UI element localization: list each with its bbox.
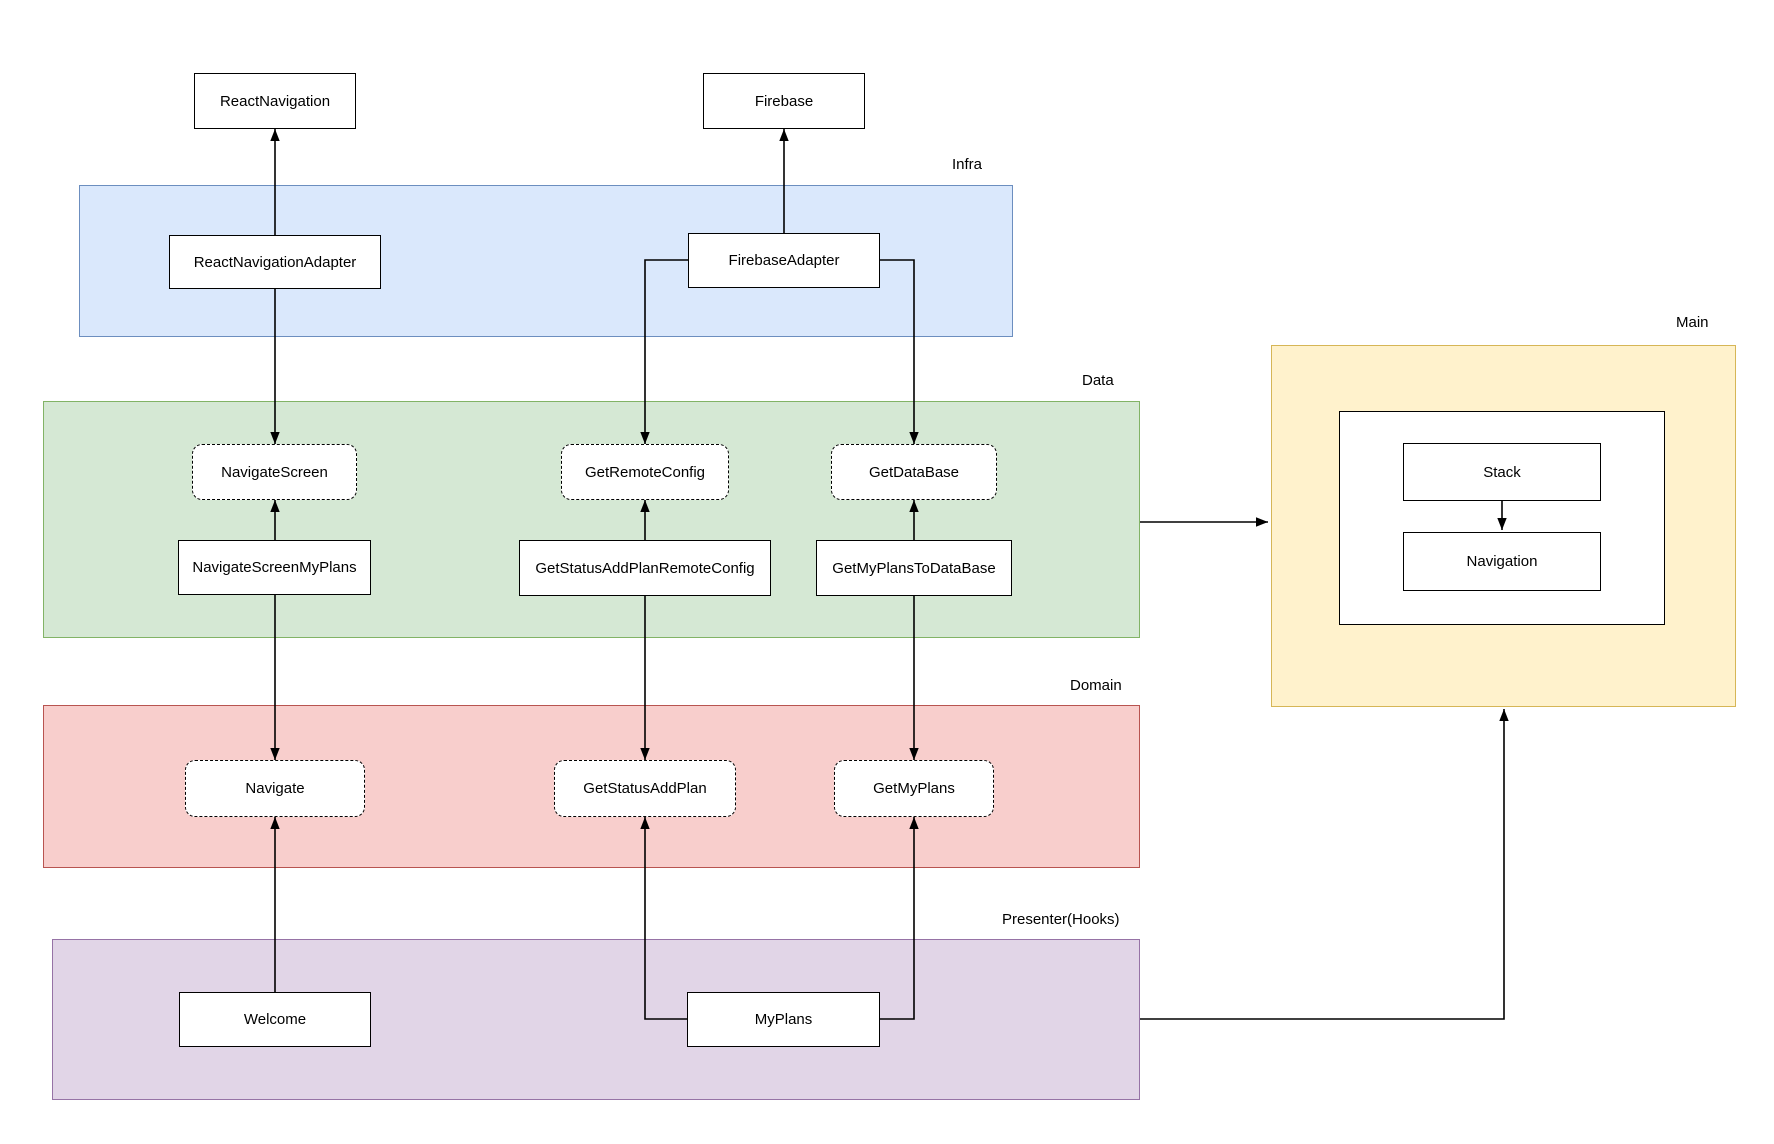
node-welcome: Welcome	[179, 992, 371, 1047]
edge-presenterband-to-main	[1140, 709, 1509, 1020]
presenter-band-label: Presenter(Hooks)	[1002, 911, 1120, 928]
node-react-navigation: ReactNavigation	[194, 73, 356, 129]
node-navigate-screen-my-plans: NavigateScreenMyPlans	[178, 540, 371, 595]
data-band	[43, 401, 1140, 638]
domain-band-label: Domain	[1070, 677, 1122, 694]
node-navigate: Navigate	[185, 760, 365, 817]
node-my-plans: MyPlans	[687, 992, 880, 1047]
main-band-label: Main	[1676, 314, 1709, 331]
node-get-my-plans: GetMyPlans	[834, 760, 994, 817]
node-stack: Stack	[1403, 443, 1601, 501]
node-react-navigation-adapter: ReactNavigationAdapter	[169, 235, 381, 289]
node-firebase-adapter: FirebaseAdapter	[688, 233, 880, 288]
node-get-status-add-plan-remote-config: GetStatusAddPlanRemoteConfig	[519, 540, 771, 596]
data-band-label: Data	[1082, 372, 1114, 389]
infra-band-label: Infra	[952, 156, 983, 173]
node-firebase: Firebase	[703, 73, 865, 129]
node-get-database: GetDataBase	[831, 444, 997, 500]
node-get-status-add-plan: GetStatusAddPlan	[554, 760, 736, 817]
node-navigation: Navigation	[1403, 532, 1601, 591]
node-get-my-plans-to-database: GetMyPlansToDataBase	[816, 540, 1012, 596]
node-get-remote-config: GetRemoteConfig	[561, 444, 729, 500]
node-navigate-screen: NavigateScreen	[192, 444, 357, 500]
